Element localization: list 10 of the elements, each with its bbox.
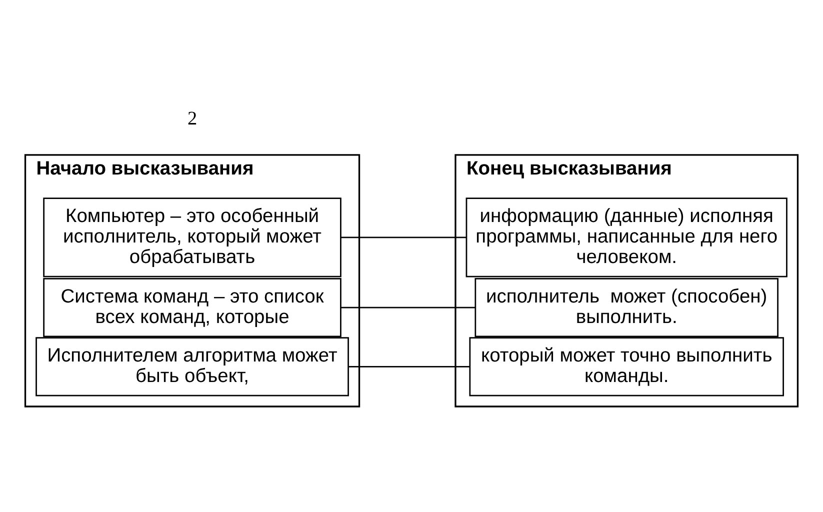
label: 2	[187, 108, 198, 130]
node-box: Исполнителем алгоритма может быть объект,	[36, 337, 349, 396]
connector	[340, 236, 466, 238]
node-box: Компьютер – это особенный исполнитель, который может обрабатывать	[43, 198, 342, 278]
connector	[348, 366, 470, 368]
node-box: который может точно выполнить команды.	[469, 337, 784, 396]
node-box: исполнитель может (способен) выполнить.	[474, 278, 778, 338]
connector	[340, 306, 476, 308]
node-box: информацию (данные) исполняя программы, написанные для него человеком.	[466, 198, 788, 278]
node-box: Система команд – это список всех команд, которые	[43, 278, 342, 338]
